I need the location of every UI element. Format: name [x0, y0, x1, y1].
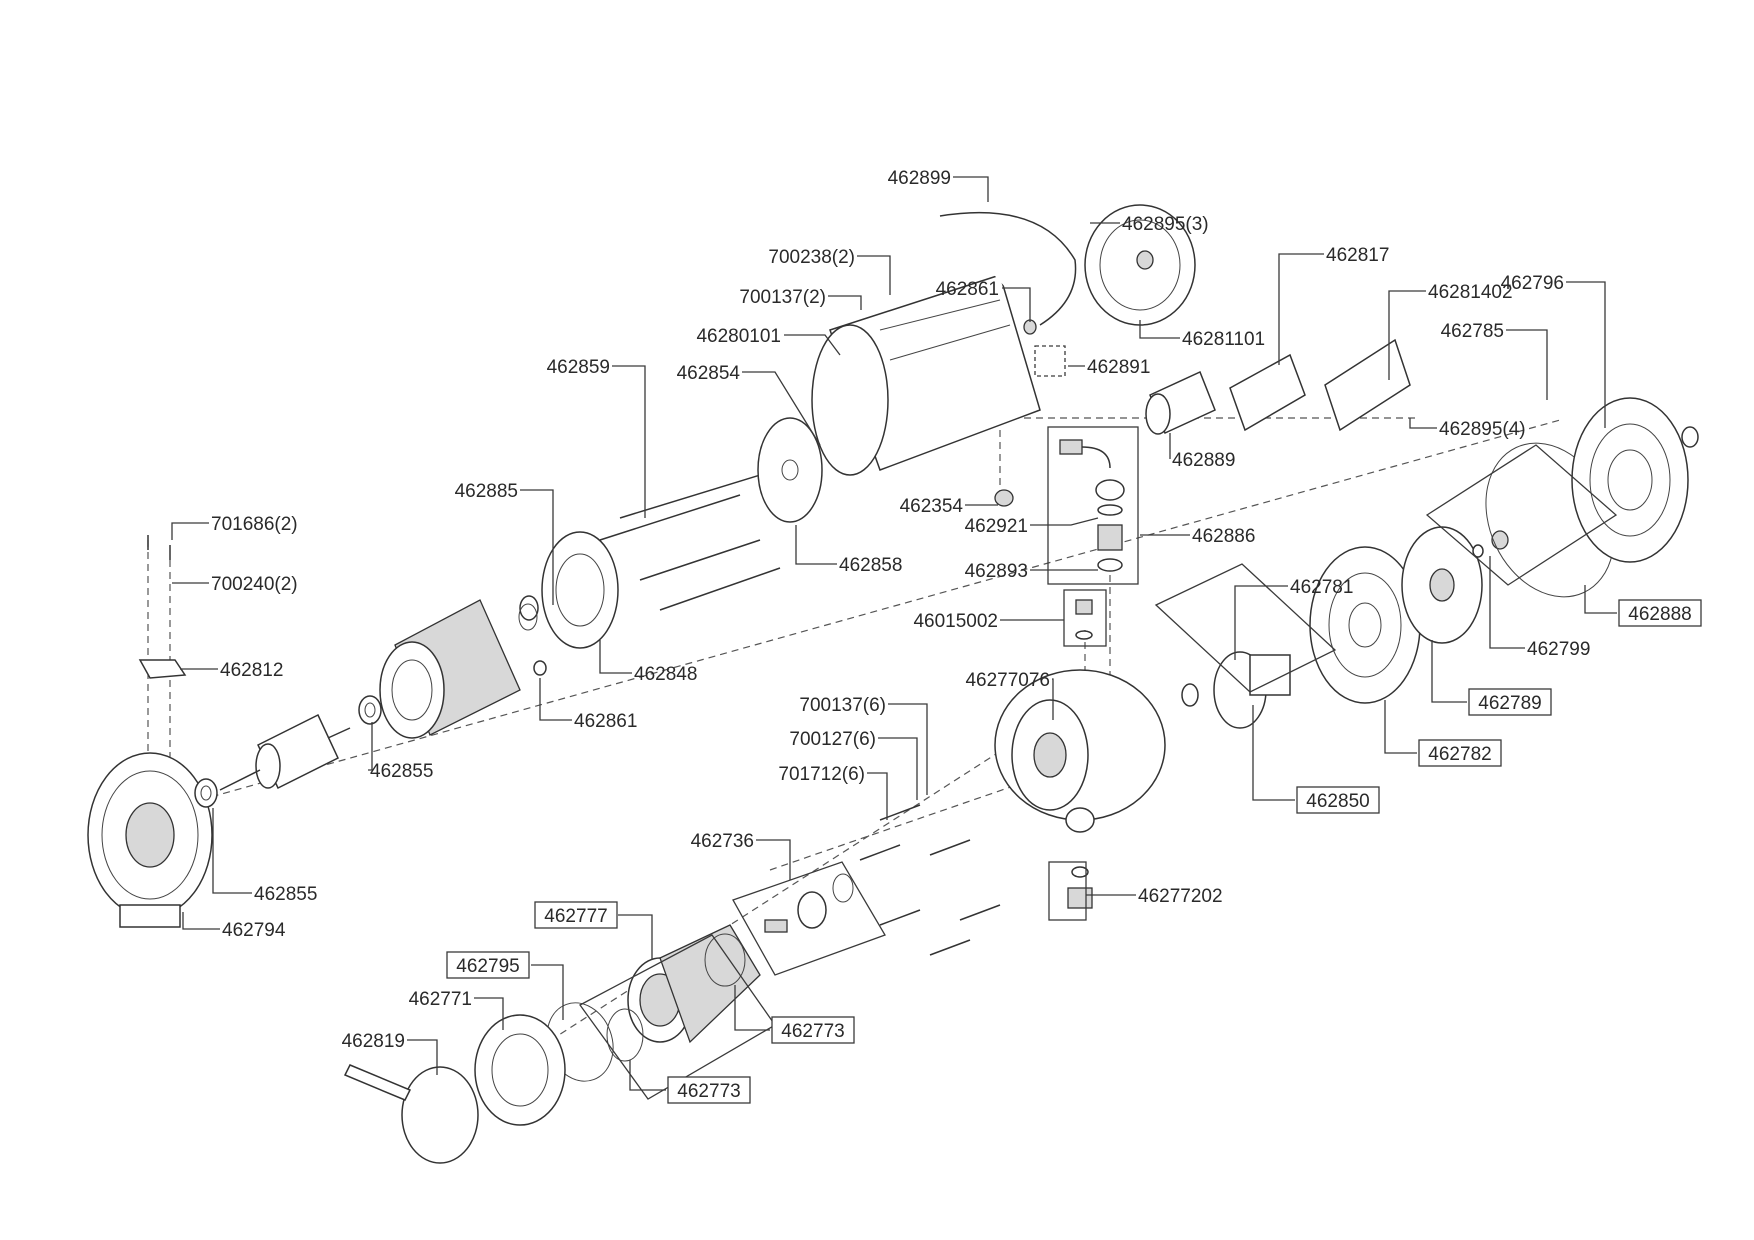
washer-part[interactable]	[1681, 426, 1699, 448]
part-label[interactable]: 462895(3)	[1122, 214, 1209, 235]
part-label[interactable]: 46281101	[1182, 329, 1265, 350]
diffuser-part[interactable]	[1181, 651, 1291, 729]
part-label[interactable]: 462886	[1192, 526, 1255, 547]
part-label[interactable]: 462861	[574, 711, 637, 732]
power-cable-part[interactable]	[939, 211, 1077, 326]
part-label[interactable]: 462859	[547, 357, 610, 378]
elbow-fitting-part[interactable]	[1059, 439, 1125, 572]
part-label[interactable]: 462799	[1527, 639, 1590, 660]
part-label[interactable]: 462861	[936, 279, 999, 300]
part-label[interactable]: 462785	[1441, 321, 1504, 342]
part-label[interactable]: 462848	[634, 664, 697, 685]
diaphragm-plate-part[interactable]	[1571, 397, 1689, 563]
check-valve-part[interactable]	[764, 873, 854, 933]
pump-housing-part[interactable]	[994, 669, 1166, 833]
kit-label[interactable]: 462888	[1628, 604, 1691, 625]
rotor-part[interactable]	[219, 713, 351, 791]
part-label[interactable]: 46277202	[1138, 886, 1223, 907]
part-label[interactable]: 462885	[455, 481, 518, 502]
part-label[interactable]: 462891	[1087, 357, 1150, 378]
part-label[interactable]: 462819	[342, 1031, 405, 1052]
switch-cover-gasket-part[interactable]	[1229, 353, 1306, 432]
capacitor-part[interactable]	[1145, 370, 1216, 435]
part-label[interactable]: 462895(4)	[1439, 419, 1526, 440]
part-label[interactable]: 462899	[888, 168, 951, 189]
kit-label[interactable]: 462782	[1428, 744, 1491, 765]
kit-label[interactable]: 462795	[456, 956, 519, 977]
part-label[interactable]: 462855	[254, 884, 317, 905]
o-ring-part[interactable]	[704, 933, 746, 987]
stator-part[interactable]	[379, 599, 521, 739]
part-label[interactable]: 700137(2)	[739, 287, 826, 308]
part-label[interactable]: 462817	[1326, 245, 1389, 266]
kit-label[interactable]: 462777	[544, 906, 607, 927]
part-label[interactable]: 462855	[370, 761, 433, 782]
tie-rods-part[interactable]	[599, 471, 781, 611]
spacer-ring-part[interactable]	[1472, 544, 1484, 558]
part-label[interactable]: 462889	[1172, 450, 1235, 471]
part-label[interactable]: 462796	[1501, 273, 1564, 294]
drain-cap-part[interactable]	[1067, 866, 1093, 909]
part-label[interactable]: 46280101	[696, 326, 781, 347]
bearing-part[interactable]	[194, 778, 218, 808]
terminal-cover-part[interactable]	[1084, 204, 1196, 326]
part-label[interactable]: 462771	[409, 989, 472, 1010]
filter-lid-part[interactable]	[474, 1014, 566, 1126]
part-label[interactable]: 462736	[691, 831, 754, 852]
part-label[interactable]: 462893	[965, 561, 1028, 582]
fan-part[interactable]	[757, 417, 823, 523]
bearing-part[interactable]	[358, 695, 382, 725]
motor-end-cap-part[interactable]	[87, 752, 213, 928]
bearing-housing-part[interactable]	[519, 531, 619, 676]
terminal-block-frame	[1034, 345, 1066, 377]
part-label[interactable]: 700240(2)	[211, 574, 298, 595]
switch-cover-part[interactable]	[1324, 338, 1411, 432]
part-label[interactable]: 462812	[220, 660, 283, 681]
part-label[interactable]: 700137(6)	[799, 695, 886, 716]
leader-lines	[171, 176, 1617, 1091]
screws-part[interactable]	[859, 804, 1001, 956]
part-label[interactable]: 462354	[900, 496, 964, 517]
part-labels: 462899 700238(2) 700137(2) 462861 462801…	[211, 168, 1590, 1052]
part-label[interactable]: 701686(2)	[211, 514, 298, 535]
kit-label[interactable]: 462773	[677, 1081, 740, 1102]
drain-plug-part[interactable]	[1075, 599, 1093, 640]
part-label[interactable]: 462858	[839, 555, 902, 576]
bushing-part[interactable]	[994, 489, 1014, 507]
part-label[interactable]: 46015002	[913, 611, 998, 632]
impeller-part[interactable]	[1401, 526, 1483, 644]
part-label[interactable]: 701712(6)	[778, 764, 865, 785]
handle-bracket-part[interactable]	[138, 535, 187, 679]
filter-cartridge-part[interactable]	[627, 924, 761, 1044]
lid-wrench-part[interactable]	[343, 1064, 479, 1164]
kit-label[interactable]: 462850	[1306, 791, 1369, 812]
part-label[interactable]: 700127(6)	[789, 729, 876, 750]
seal-ring-small-part[interactable]	[518, 603, 538, 631]
part-label[interactable]: 462781	[1290, 577, 1353, 598]
part-label[interactable]: 462921	[965, 516, 1028, 537]
kit-label[interactable]: 462789	[1478, 693, 1541, 714]
part-label[interactable]: 46277076	[965, 670, 1050, 691]
part-label[interactable]: 462794	[222, 920, 286, 941]
part-label[interactable]: 700238(2)	[768, 247, 855, 268]
motor-cover-part[interactable]	[811, 274, 1041, 476]
part-label[interactable]: 462854	[677, 363, 741, 384]
cable-gland-part[interactable]	[1023, 319, 1037, 335]
impeller-nut-part[interactable]	[1491, 530, 1509, 550]
boxed-part-labels: 462888 462789 462782 462850 462777 46279…	[446, 599, 1702, 1104]
o-ring-part[interactable]	[606, 1008, 644, 1062]
kit-label[interactable]: 462773	[781, 1021, 844, 1042]
part-label[interactable]: 46281402	[1428, 282, 1513, 303]
